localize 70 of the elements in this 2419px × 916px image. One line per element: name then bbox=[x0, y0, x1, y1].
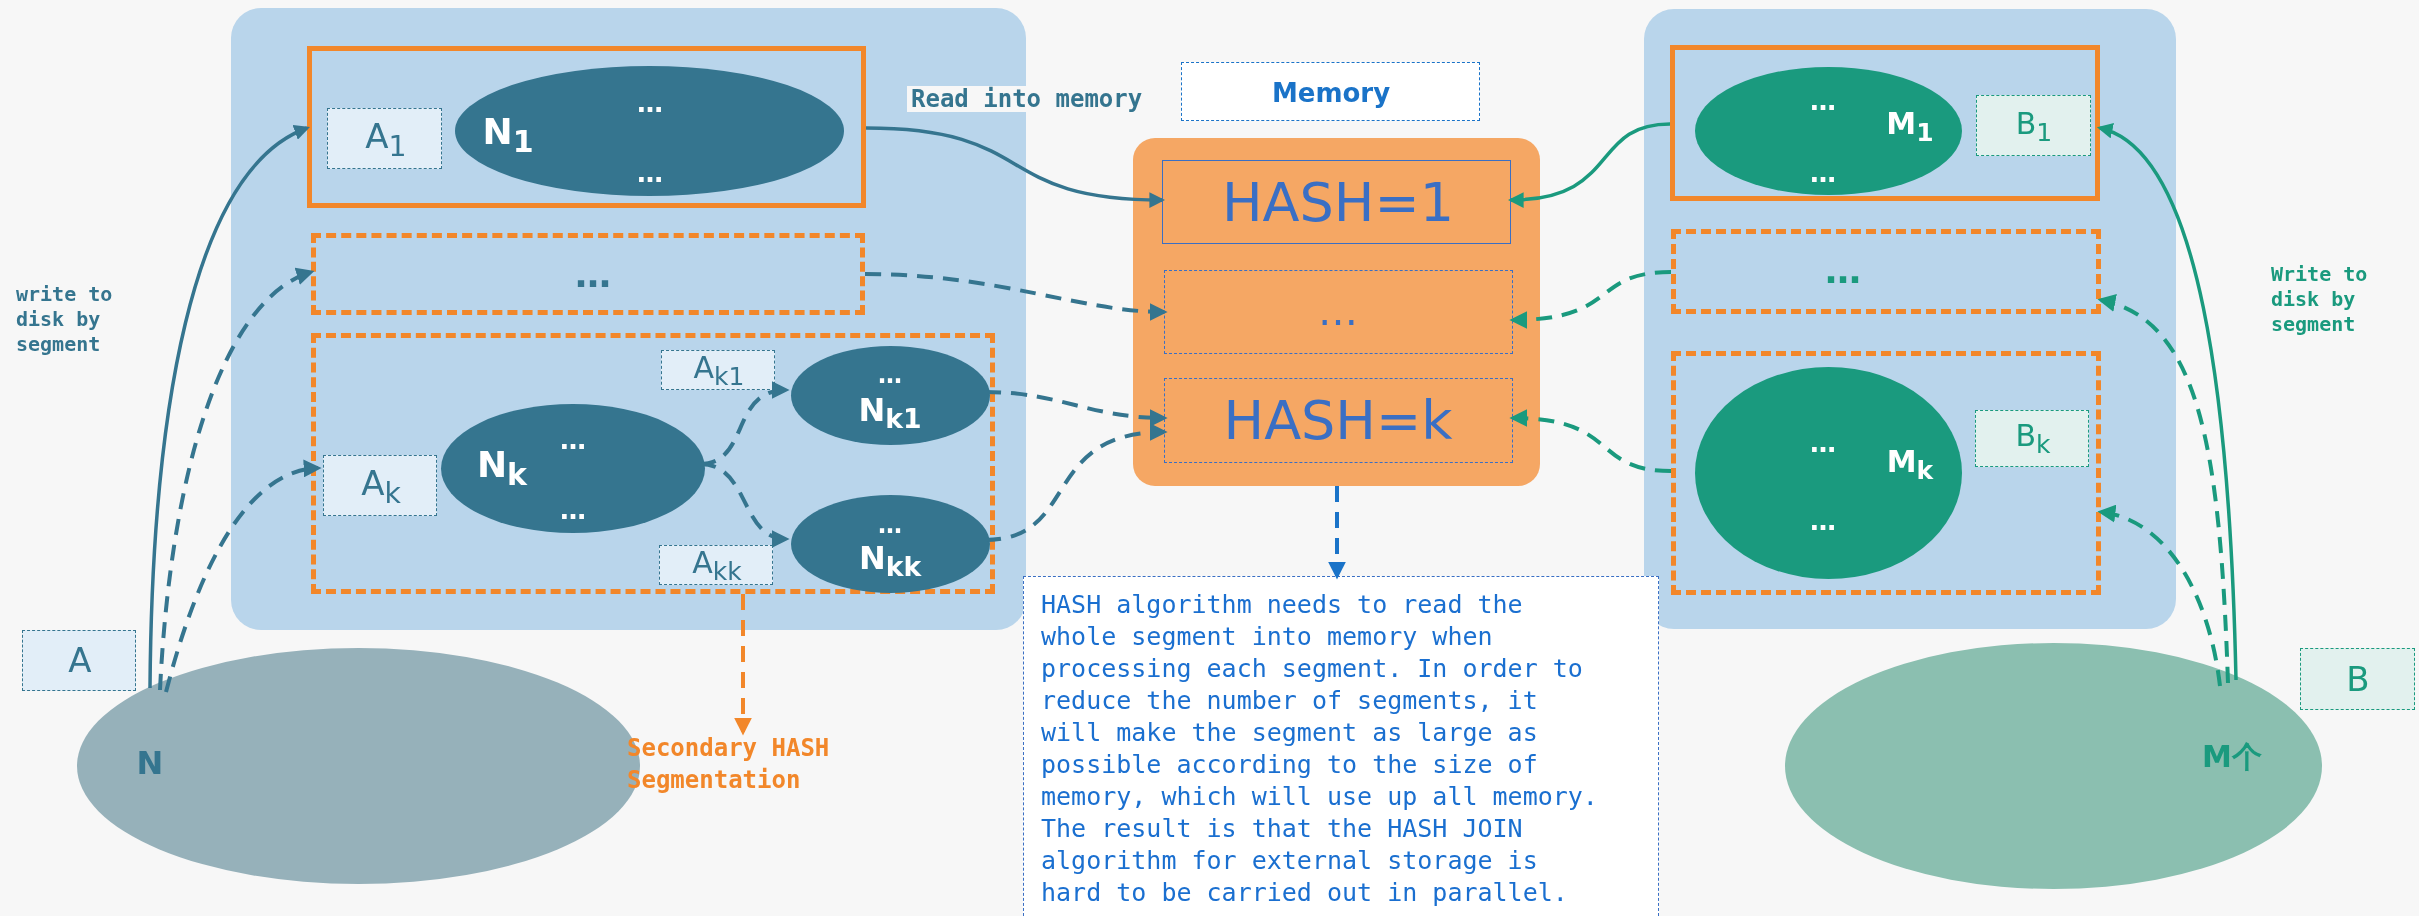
hash-slot bbox=[1164, 378, 1513, 463]
ellipsis-mark: … bbox=[1810, 158, 1836, 188]
group-panel bbox=[1644, 9, 2176, 629]
table-label: N bbox=[136, 746, 164, 782]
arrow bbox=[1328, 486, 1346, 580]
tag-label: B bbox=[2346, 661, 2370, 699]
arrow bbox=[734, 594, 752, 736]
tag-label: A bbox=[68, 642, 92, 680]
ellipsis-mark: … bbox=[1810, 506, 1836, 536]
tag-label: B$_{k}$ bbox=[2015, 419, 2051, 459]
memory-block bbox=[1133, 138, 1540, 486]
hash-label: HASH=1 bbox=[1222, 173, 1454, 233]
ellipsis-mark: … bbox=[560, 495, 586, 525]
hash-slot bbox=[1162, 160, 1511, 244]
node-label: M$_{1}$ bbox=[1886, 107, 1934, 147]
tag-box bbox=[1975, 410, 2089, 467]
ellipsis-mark: … bbox=[1810, 428, 1836, 458]
memory-tag-box bbox=[1181, 62, 1480, 121]
ellipsis-mark: … bbox=[878, 361, 902, 389]
tag-box bbox=[22, 630, 136, 691]
ellipsis-mark: … bbox=[1318, 289, 1358, 333]
segment-box bbox=[311, 233, 865, 315]
note-text: HASH algorithm needs to read the whole segment into memory when processing each segment. In order to reduce the number of segments, it will make the segment as large as possible according to the size of memory, which will use up all memory. The result is that the HASH JOIN algorithm for external storage is hard to be carried out in parallel. bbox=[1041, 589, 1599, 909]
arrow bbox=[158, 269, 315, 691]
hash-label: HASH=k bbox=[1223, 391, 1453, 451]
tag-label: A$_{1}$ bbox=[365, 118, 407, 162]
segment-box bbox=[311, 333, 995, 594]
node-label: N$_{kk}$ bbox=[858, 540, 922, 582]
segment-box bbox=[1670, 45, 2100, 201]
tag-label: B$_{1}$ bbox=[2015, 107, 2053, 147]
note-box bbox=[1023, 576, 1659, 916]
segment-box bbox=[1671, 351, 2101, 595]
arrow bbox=[864, 272, 1168, 321]
ellipsis-mark: … bbox=[878, 511, 902, 539]
node-label: N$_{1}$ bbox=[482, 111, 534, 159]
ellipsis-mark: … bbox=[560, 425, 586, 455]
arrow bbox=[1509, 270, 1672, 329]
tag-box bbox=[659, 545, 773, 585]
side-note: write to disk by segment bbox=[16, 282, 114, 357]
arrow bbox=[1507, 122, 1671, 208]
node-label: N$_{k}$ bbox=[476, 444, 528, 492]
arrow bbox=[2097, 506, 2222, 687]
memory-label: Memory bbox=[1271, 78, 1391, 108]
segment-box bbox=[1671, 229, 2101, 314]
tag-box bbox=[327, 108, 442, 169]
ellipsis-mark: … bbox=[1825, 251, 1861, 291]
node-label: M$_{k}$ bbox=[1886, 445, 1934, 485]
tag-box bbox=[661, 350, 775, 390]
node-label: N$_{k1}$ bbox=[858, 392, 922, 434]
arrow bbox=[164, 461, 322, 693]
arrow bbox=[1509, 409, 1672, 473]
segment-box bbox=[307, 46, 866, 208]
tag-box bbox=[1976, 95, 2091, 156]
annotation-text: Secondary HASH Segmentation bbox=[627, 732, 867, 802]
table-label: M个 bbox=[2202, 739, 2262, 773]
ellipsis-mark: … bbox=[637, 158, 663, 188]
side-note: Write to disk by segment bbox=[2271, 262, 2369, 337]
arrow bbox=[865, 126, 1166, 208]
ellipsis-mark: … bbox=[1810, 86, 1836, 116]
arrow bbox=[148, 126, 310, 689]
tag-label: A$_{k}$ bbox=[361, 465, 401, 509]
tag-label: A$_{k1}$ bbox=[693, 351, 745, 391]
hash-slot bbox=[1164, 270, 1513, 354]
tag-label: A$_{kk}$ bbox=[692, 546, 742, 586]
arrow bbox=[2097, 125, 2238, 681]
tag-box bbox=[323, 455, 437, 516]
tag-box bbox=[2300, 648, 2415, 710]
ellipsis-mark: … bbox=[575, 255, 611, 295]
arrow bbox=[2097, 295, 2230, 684]
ellipsis-mark: … bbox=[637, 88, 663, 118]
